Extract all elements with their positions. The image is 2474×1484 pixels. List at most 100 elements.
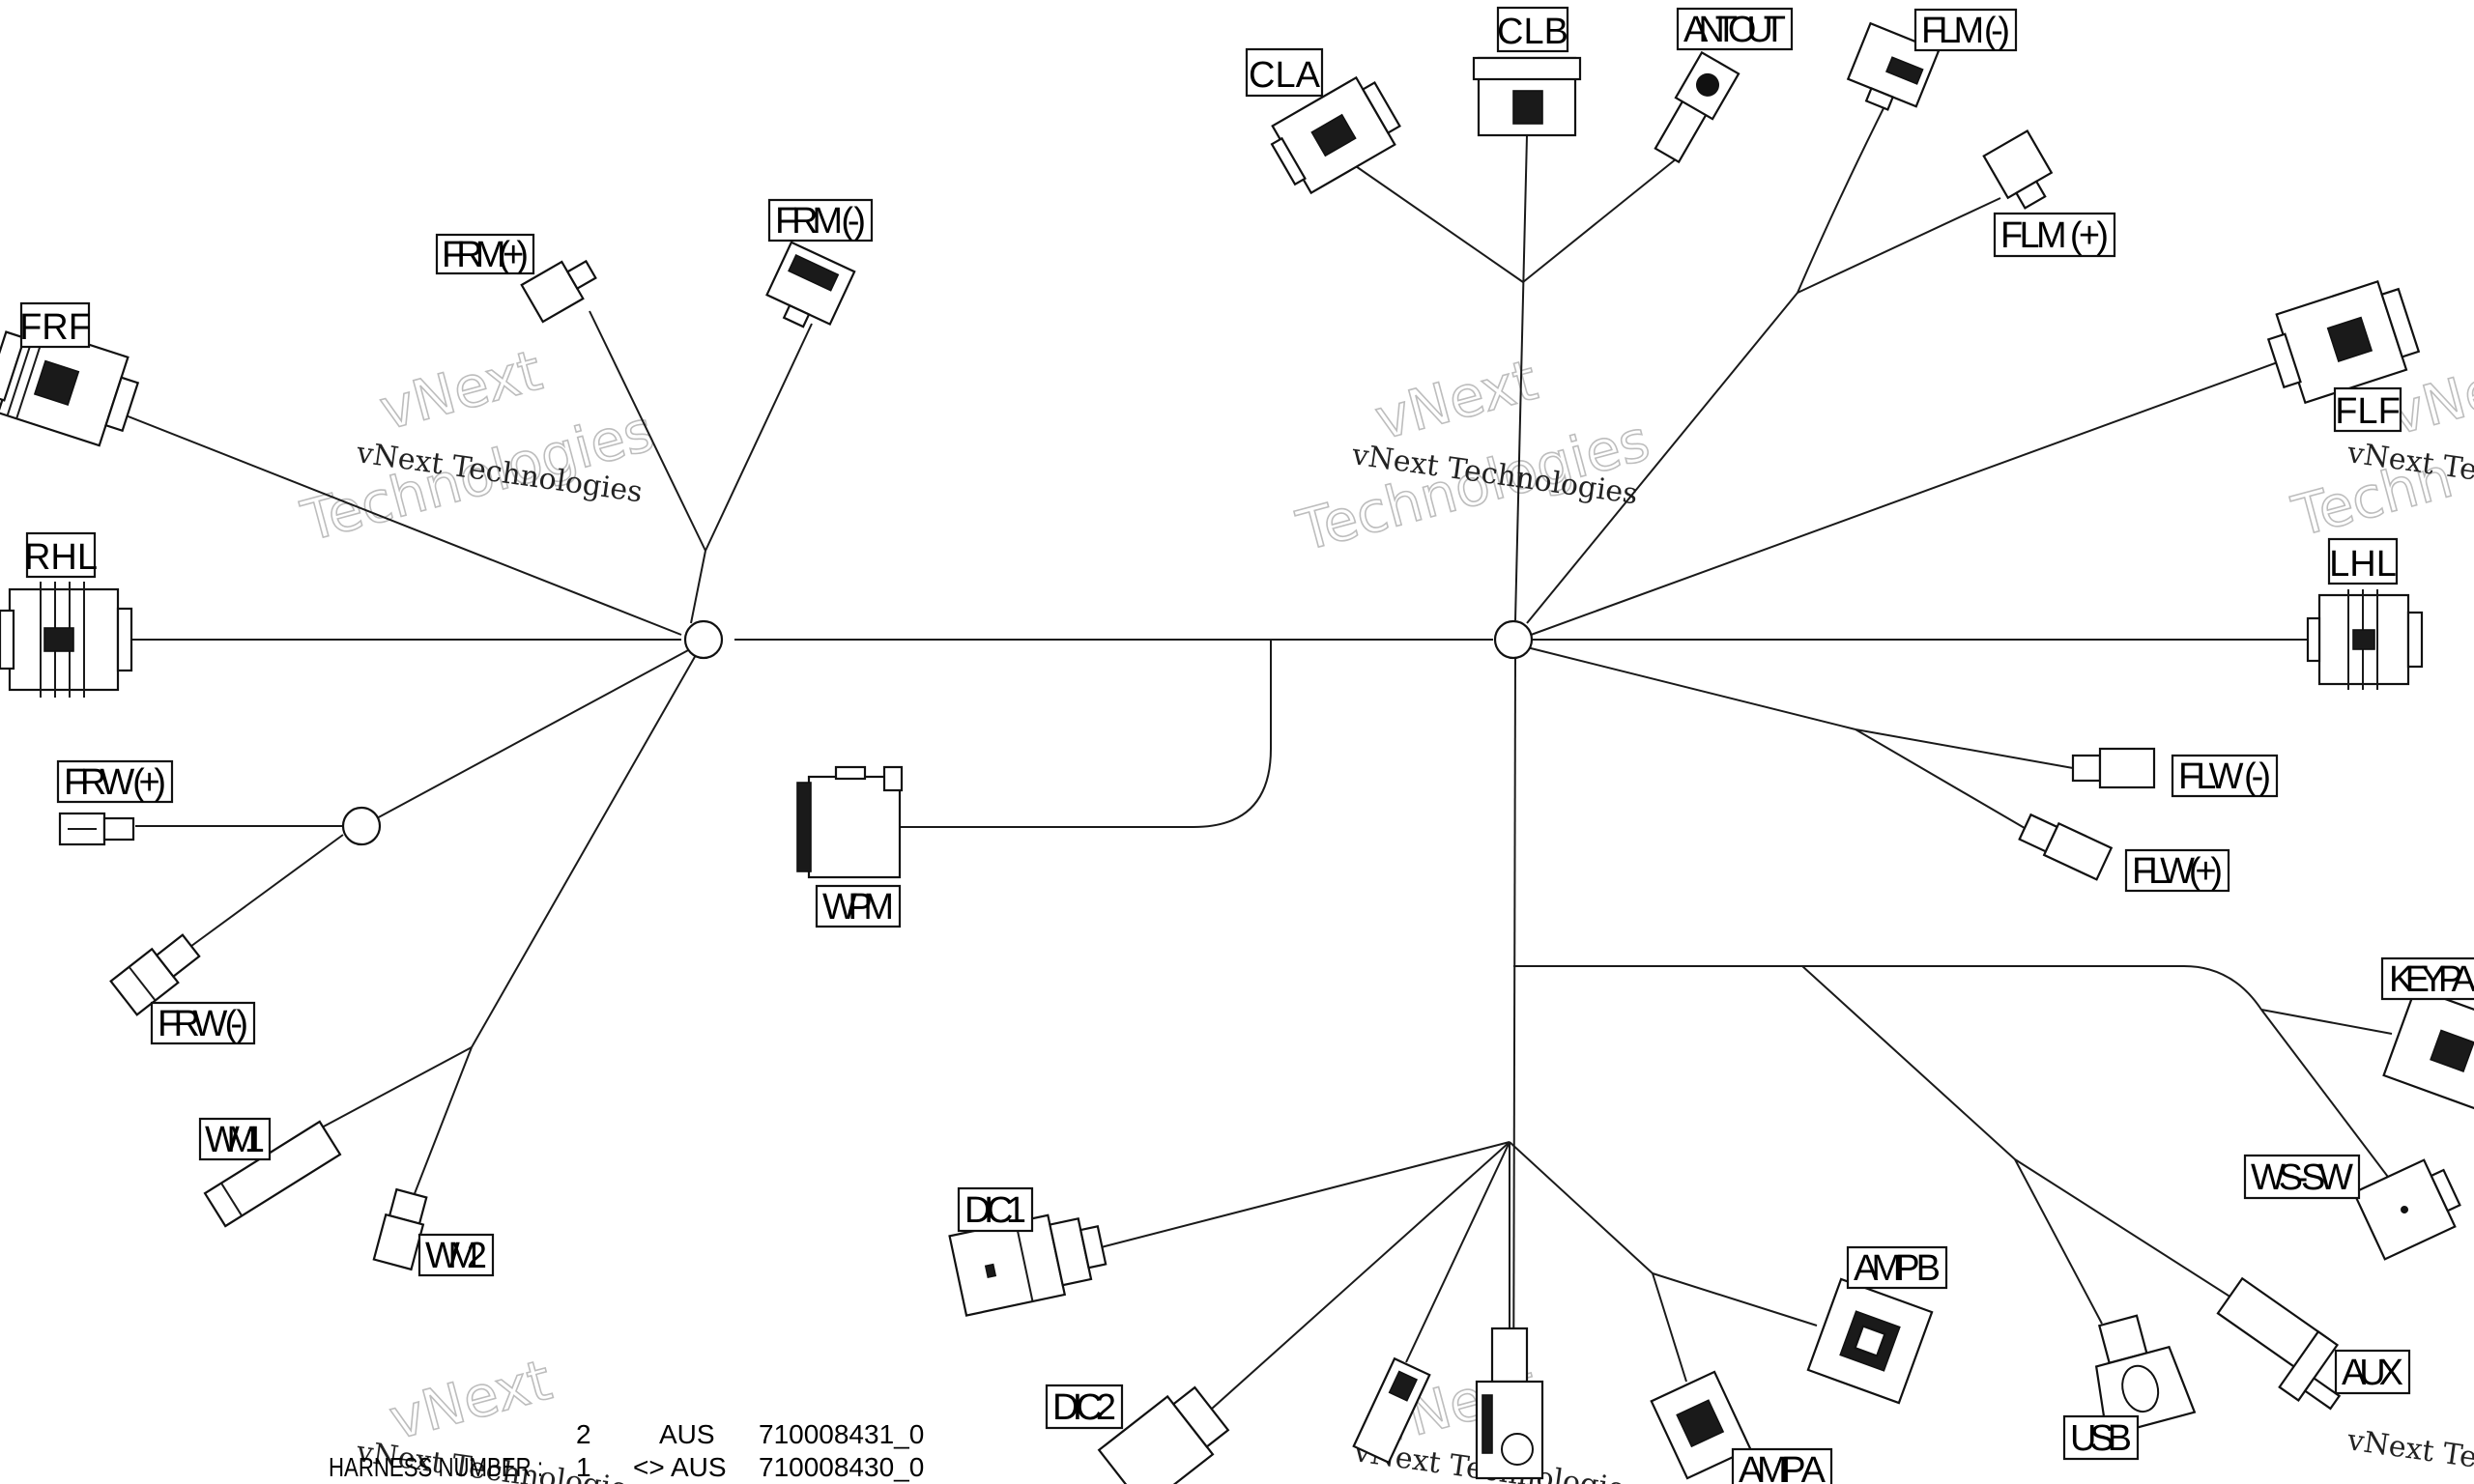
svg-text:FRM(+): FRM(+) — [442, 235, 529, 275]
connector-ws-sw — [2352, 1158, 2461, 1261]
svg-text:ANT OUT: ANT OUT — [1683, 10, 1786, 50]
svg-text:FLF: FLF — [2335, 391, 2401, 432]
svg-text:FRW (+): FRW (+) — [64, 762, 166, 803]
connector-wpm — [796, 765, 904, 879]
svg-text:FRF: FRF — [19, 307, 91, 348]
svg-text:WS-SW: WS-SW — [2251, 1157, 2353, 1198]
connector-flm-plus — [1982, 128, 2054, 210]
label-flw-plus: FLW(+) — [2124, 848, 2230, 893]
label-dic1: DIC1 — [957, 1186, 1034, 1233]
label-dic2: DIC2 — [1045, 1384, 1124, 1430]
svg-text:FLW (-): FLW (-) — [2178, 756, 2271, 797]
wire-key-pad — [2260, 1009, 2393, 1035]
svg-text:WPM: WPM — [822, 887, 894, 928]
connector-rhl — [0, 582, 133, 698]
frw-junction — [341, 806, 382, 846]
wire-lower-trunk — [1512, 658, 1516, 1441]
connector-lower-b — [1475, 1327, 1544, 1480]
svg-text:AMP A: AMP A — [1739, 1450, 1827, 1484]
watermark-left: vNext Technologies vNext Technologies — [294, 336, 661, 555]
left-hub-junction — [683, 619, 724, 660]
svg-text:FLW(+): FLW(+) — [2132, 851, 2223, 892]
connector-flf — [2266, 280, 2421, 405]
connector-frf — [0, 323, 140, 447]
svg-text:CLA: CLA — [1249, 55, 1321, 96]
harness-number-label: HARNESS NUMBER : — [329, 1452, 543, 1482]
label-aux: AUX — [2334, 1349, 2411, 1395]
label-usb: USB — [2062, 1414, 2140, 1461]
row1-market: AUS — [659, 1419, 715, 1449]
wire-wm-trunk — [471, 654, 697, 1048]
svg-text:FLM (+): FLM (+) — [2000, 215, 2109, 256]
svg-text:LHL: LHL — [2329, 544, 2397, 585]
harness-number-table: HARNESS NUMBER : 2 AUS 710008431_0 1 <> … — [329, 1419, 924, 1482]
connector-frm-minus — [765, 241, 856, 328]
connector-frm-plus — [520, 259, 597, 324]
svg-text:WM2: WM2 — [425, 1236, 487, 1276]
right-hub-junction — [1493, 619, 1534, 660]
wire-harness — [111, 96, 2398, 1441]
svg-text:FLM (-): FLM (-) — [1921, 11, 2010, 51]
wire-clb — [1514, 134, 1528, 621]
wire-frm-minus — [705, 323, 813, 552]
connector-wm2 — [372, 1187, 428, 1271]
svg-text:USB: USB — [2070, 1418, 2132, 1459]
label-ws-sw: WS-SW — [2243, 1154, 2361, 1200]
svg-text:vNext: vNext — [1368, 347, 1543, 453]
wire-frm-stem — [690, 550, 706, 624]
wire-flf — [1522, 358, 2287, 639]
wire-flw-plus — [1855, 728, 2030, 832]
label-ant-out: ANT OUT — [1676, 7, 1794, 51]
svg-text:FRM (-): FRM (-) — [775, 201, 866, 242]
labels: FRF RHL FRM(+) FRM (-) FRW (+) FRW (-) W… — [19, 6, 2474, 1484]
wire-usb-aux — [1801, 965, 2016, 1160]
label-frf: FRF — [19, 301, 91, 349]
wire-frw-minus — [183, 834, 344, 953]
svg-text:AUX: AUX — [2342, 1353, 2403, 1393]
svg-text:DIC1: DIC1 — [964, 1190, 1026, 1231]
label-key-pad: KEY PA — [2380, 956, 2474, 1001]
connector-dic2 — [1097, 1385, 1230, 1484]
row2-number: 1 — [576, 1452, 591, 1482]
label-lhl: LHL — [2327, 537, 2399, 585]
wire-lower-a — [1405, 1141, 1510, 1363]
label-flw-minus: FLW (-) — [2171, 754, 2279, 798]
wire-flm-plus — [1797, 197, 2001, 294]
label-cla: CLA — [1245, 47, 1324, 98]
wire-aux — [2014, 1158, 2243, 1305]
wire-flm-trunk — [1526, 292, 1798, 624]
wire-dic1 — [1081, 1141, 1510, 1253]
wire-frf — [120, 413, 682, 636]
connector-flw-plus — [2018, 813, 2114, 881]
wire-usb — [2014, 1158, 2103, 1325]
connector-flm-minus — [1846, 21, 1941, 111]
row1-part: 710008431_0 — [759, 1419, 924, 1449]
label-amp-a: AMP A — [1731, 1447, 1833, 1484]
label-flm-minus: FLM (-) — [1913, 8, 2018, 52]
svg-text:KEY PA: KEY PA — [2389, 959, 2474, 1000]
connector-clb — [1472, 56, 1582, 137]
connector-cla — [1270, 75, 1401, 195]
label-rhl: RHL — [24, 531, 98, 579]
wire-flw-trunk — [1526, 646, 1856, 730]
connector-lhl — [2306, 589, 2424, 690]
watermark-bottom: vNext vNext Technologies vNext vNext Tec… — [354, 1346, 1642, 1484]
connector-key-pad — [2382, 986, 2474, 1110]
svg-text:vNext: vNext — [373, 337, 548, 443]
svg-text:FRW (-): FRW (-) — [158, 1004, 248, 1044]
wire-ant-out — [1522, 154, 1683, 283]
wire-amp-a — [1652, 1272, 1687, 1383]
wire-flm-minus — [1797, 96, 1890, 294]
wire-wm2 — [413, 1046, 473, 1197]
label-frw-plus: FRW (+) — [56, 759, 174, 804]
connector-amp-a — [1650, 1370, 1752, 1480]
row2-relation: <> AUS — [633, 1452, 727, 1482]
label-flm-plus: FLM (+) — [1993, 212, 2116, 258]
connector-lower-a — [1352, 1356, 1431, 1465]
svg-text:WM1: WM1 — [205, 1120, 265, 1160]
connector-frw-minus — [109, 933, 201, 1016]
watermark-right-edge: vNe Techn vNext Te vNext Te — [2285, 356, 2474, 1475]
connector-aux — [2216, 1276, 2342, 1411]
connector-flw-minus — [2071, 747, 2156, 789]
